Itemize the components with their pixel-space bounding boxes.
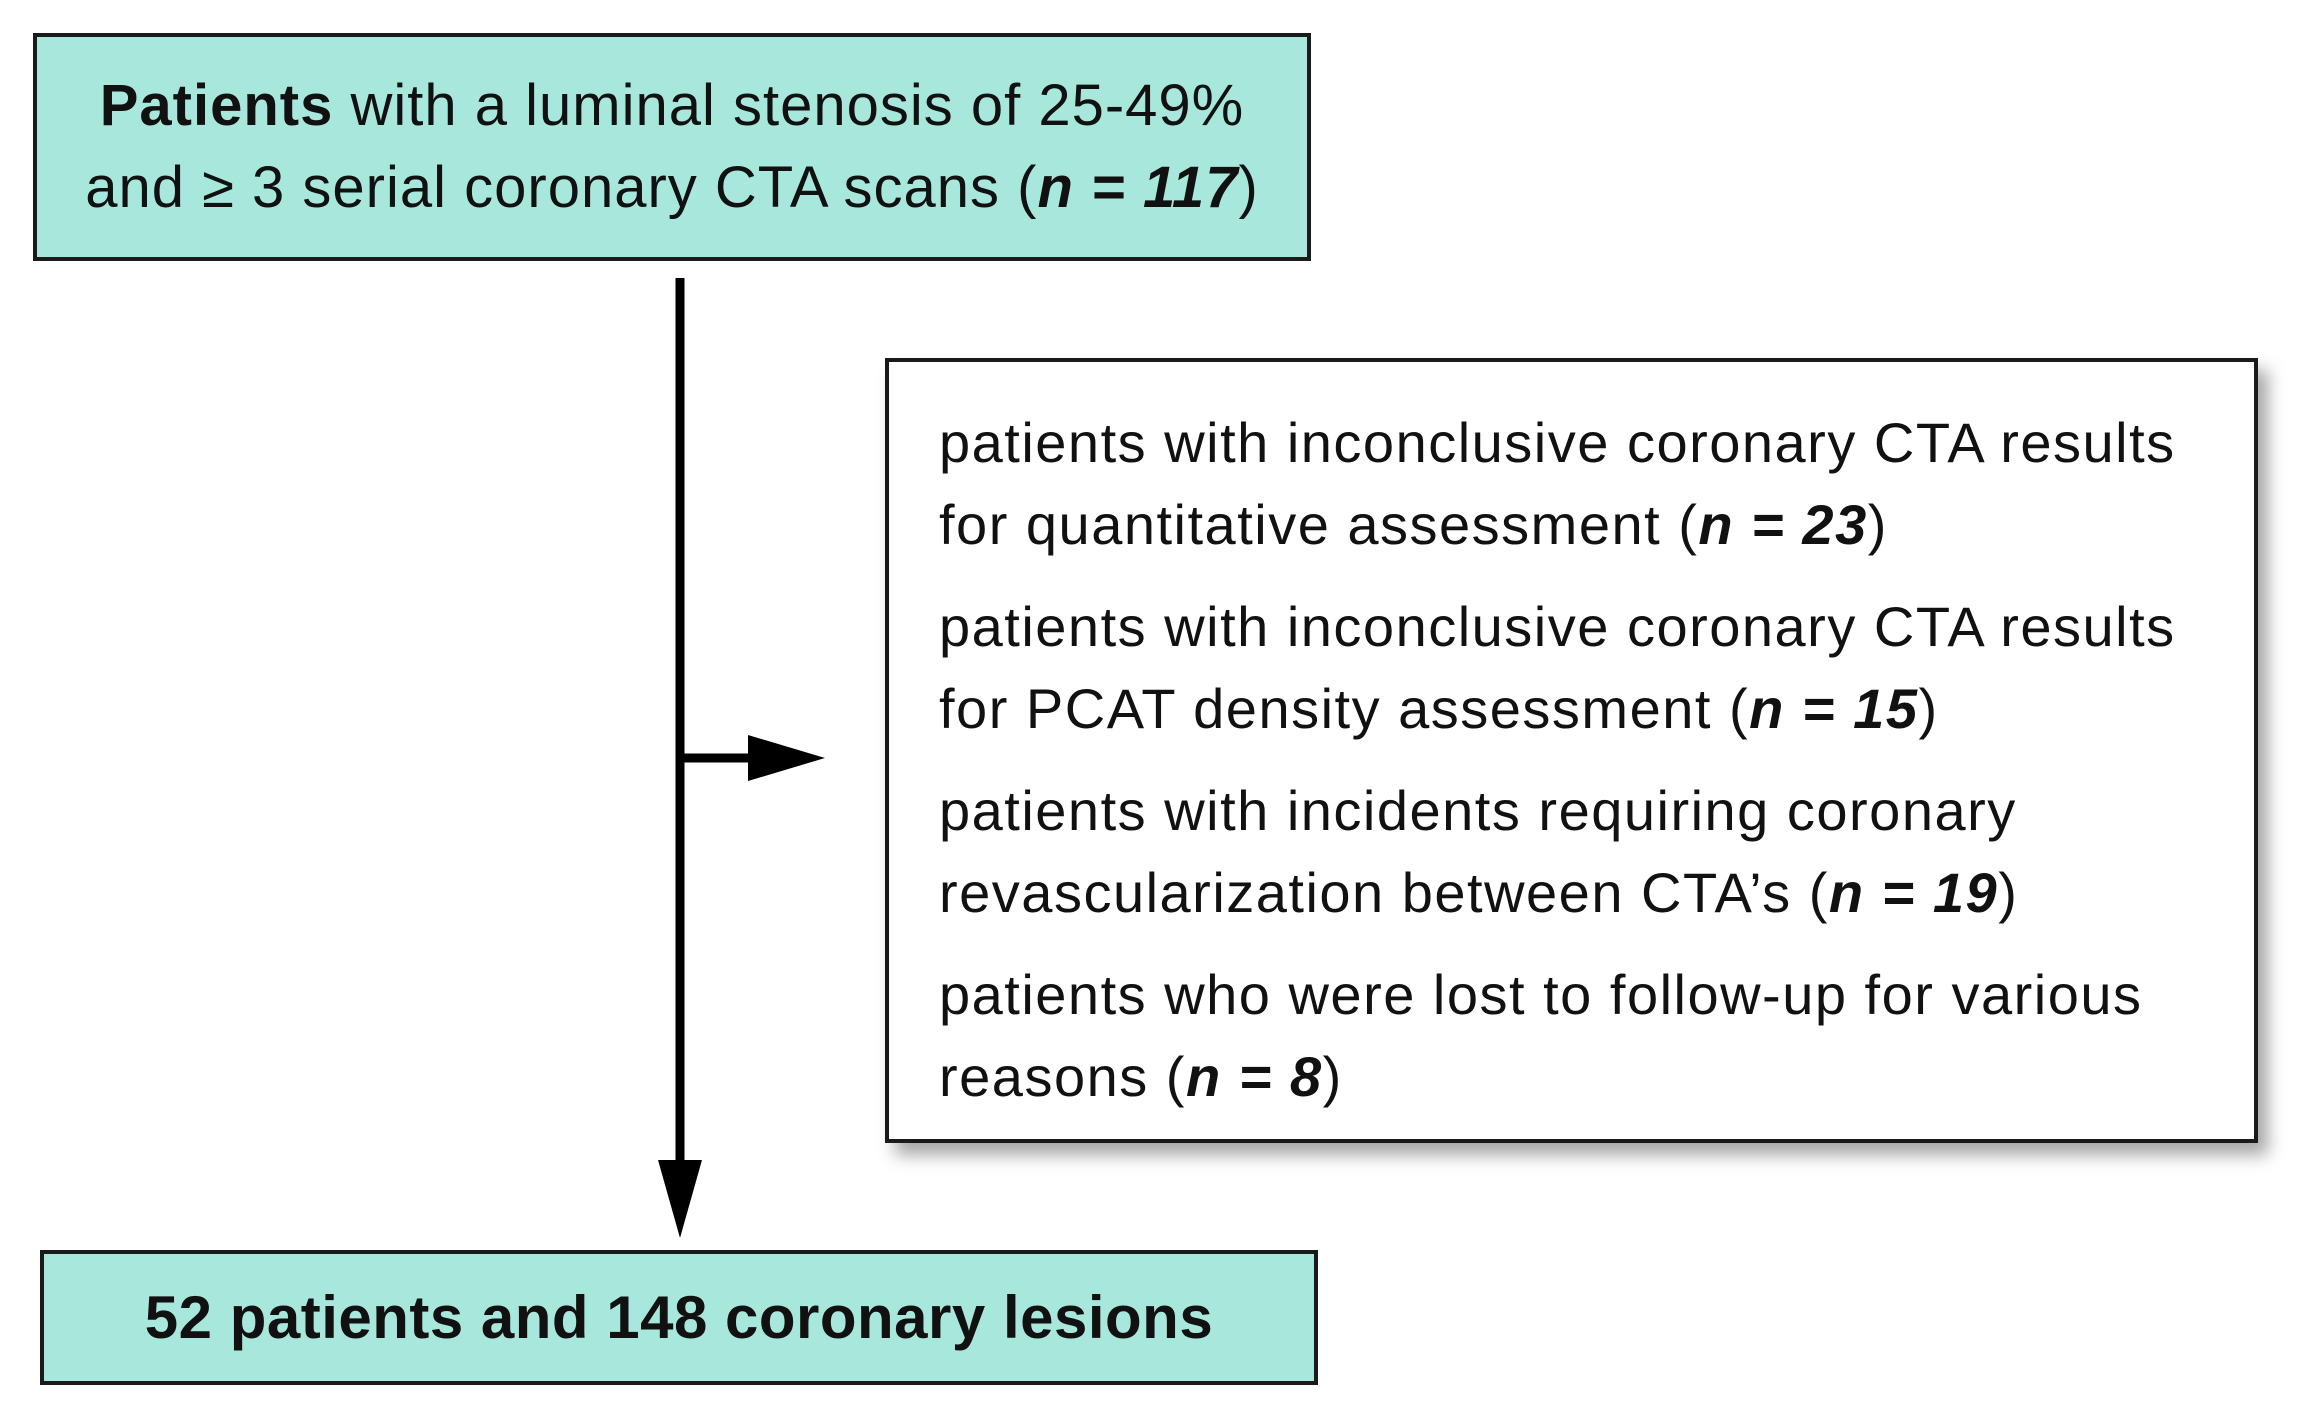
- down-arrowhead: [658, 1160, 702, 1238]
- exclusion-line-2-text: for quantitative assessment (: [939, 493, 1699, 556]
- exclusion-line-2-close: ): [1998, 861, 2019, 924]
- exclusion-item: patients who were lost to follow-up for …: [939, 954, 2234, 1118]
- exclusion-line-2: for PCAT density assessment (n = 15): [939, 668, 2234, 750]
- exclusion-item: patients with inconclusive coronary CTA …: [939, 402, 2234, 566]
- exclusion-n-value: n = 15: [1749, 677, 1919, 740]
- enrollment-box: Patients with a luminal stenosis of 25-4…: [33, 33, 1311, 261]
- exclusion-line-2-close: ): [1867, 493, 1888, 556]
- exclusion-line-2-close: ): [1322, 1045, 1343, 1108]
- exclusion-line-2: reasons (n = 8): [939, 1036, 2234, 1118]
- exclusion-line-1: patients with inconclusive coronary CTA …: [939, 595, 2176, 658]
- exclusion-line-1: patients with inconclusive coronary CTA …: [939, 411, 2176, 474]
- enrollment-line-2-text: and ≥ 3 serial coronary CTA scans (: [85, 155, 1038, 220]
- final-cohort-box: 52 patients and 148 coronary lesions: [40, 1250, 1318, 1385]
- enrollment-n-value: n = 117: [1037, 155, 1239, 220]
- exclusion-item: patients with incidents requiring corona…: [939, 770, 2234, 934]
- exclusion-n-value: n = 8: [1185, 1045, 1323, 1108]
- exclusion-line-2: for quantitative assessment (n = 23): [939, 484, 2234, 566]
- exclusion-n-value: n = 23: [1698, 493, 1868, 556]
- exclusion-item: patients with inconclusive coronary CTA …: [939, 586, 2234, 750]
- enrollment-line-1: Patients with a luminal stenosis of 25-4…: [100, 65, 1245, 147]
- exclusion-line-1: patients with incidents requiring corona…: [939, 779, 2017, 842]
- exclusion-line-2-close: ): [1918, 677, 1939, 740]
- final-cohort-label: 52 patients and 148 coronary lesions: [144, 1284, 1214, 1351]
- exclusion-line-2-text: revascularization between CTA’s (: [939, 861, 1829, 924]
- enrollment-line-2: and ≥ 3 serial coronary CTA scans (n = 1…: [85, 147, 1259, 229]
- exclusion-line-2-text: for PCAT density assessment (: [939, 677, 1750, 740]
- exclusion-line-2-text: reasons (: [939, 1045, 1186, 1108]
- enrollment-line-2-close: ): [1238, 155, 1259, 220]
- enrollment-line-1-text: with a luminal stenosis of 25-49%: [333, 73, 1245, 138]
- exclusion-line-2: revascularization between CTA’s (n = 19): [939, 852, 2234, 934]
- exclusion-n-value: n = 19: [1828, 861, 1999, 924]
- exclusion-line-1: patients who were lost to follow-up for …: [939, 963, 2143, 1026]
- right-arrowhead: [748, 735, 825, 781]
- enrollment-bold-word: Patients: [99, 73, 334, 138]
- exclusion-box: patients with inconclusive coronary CTA …: [885, 358, 2258, 1143]
